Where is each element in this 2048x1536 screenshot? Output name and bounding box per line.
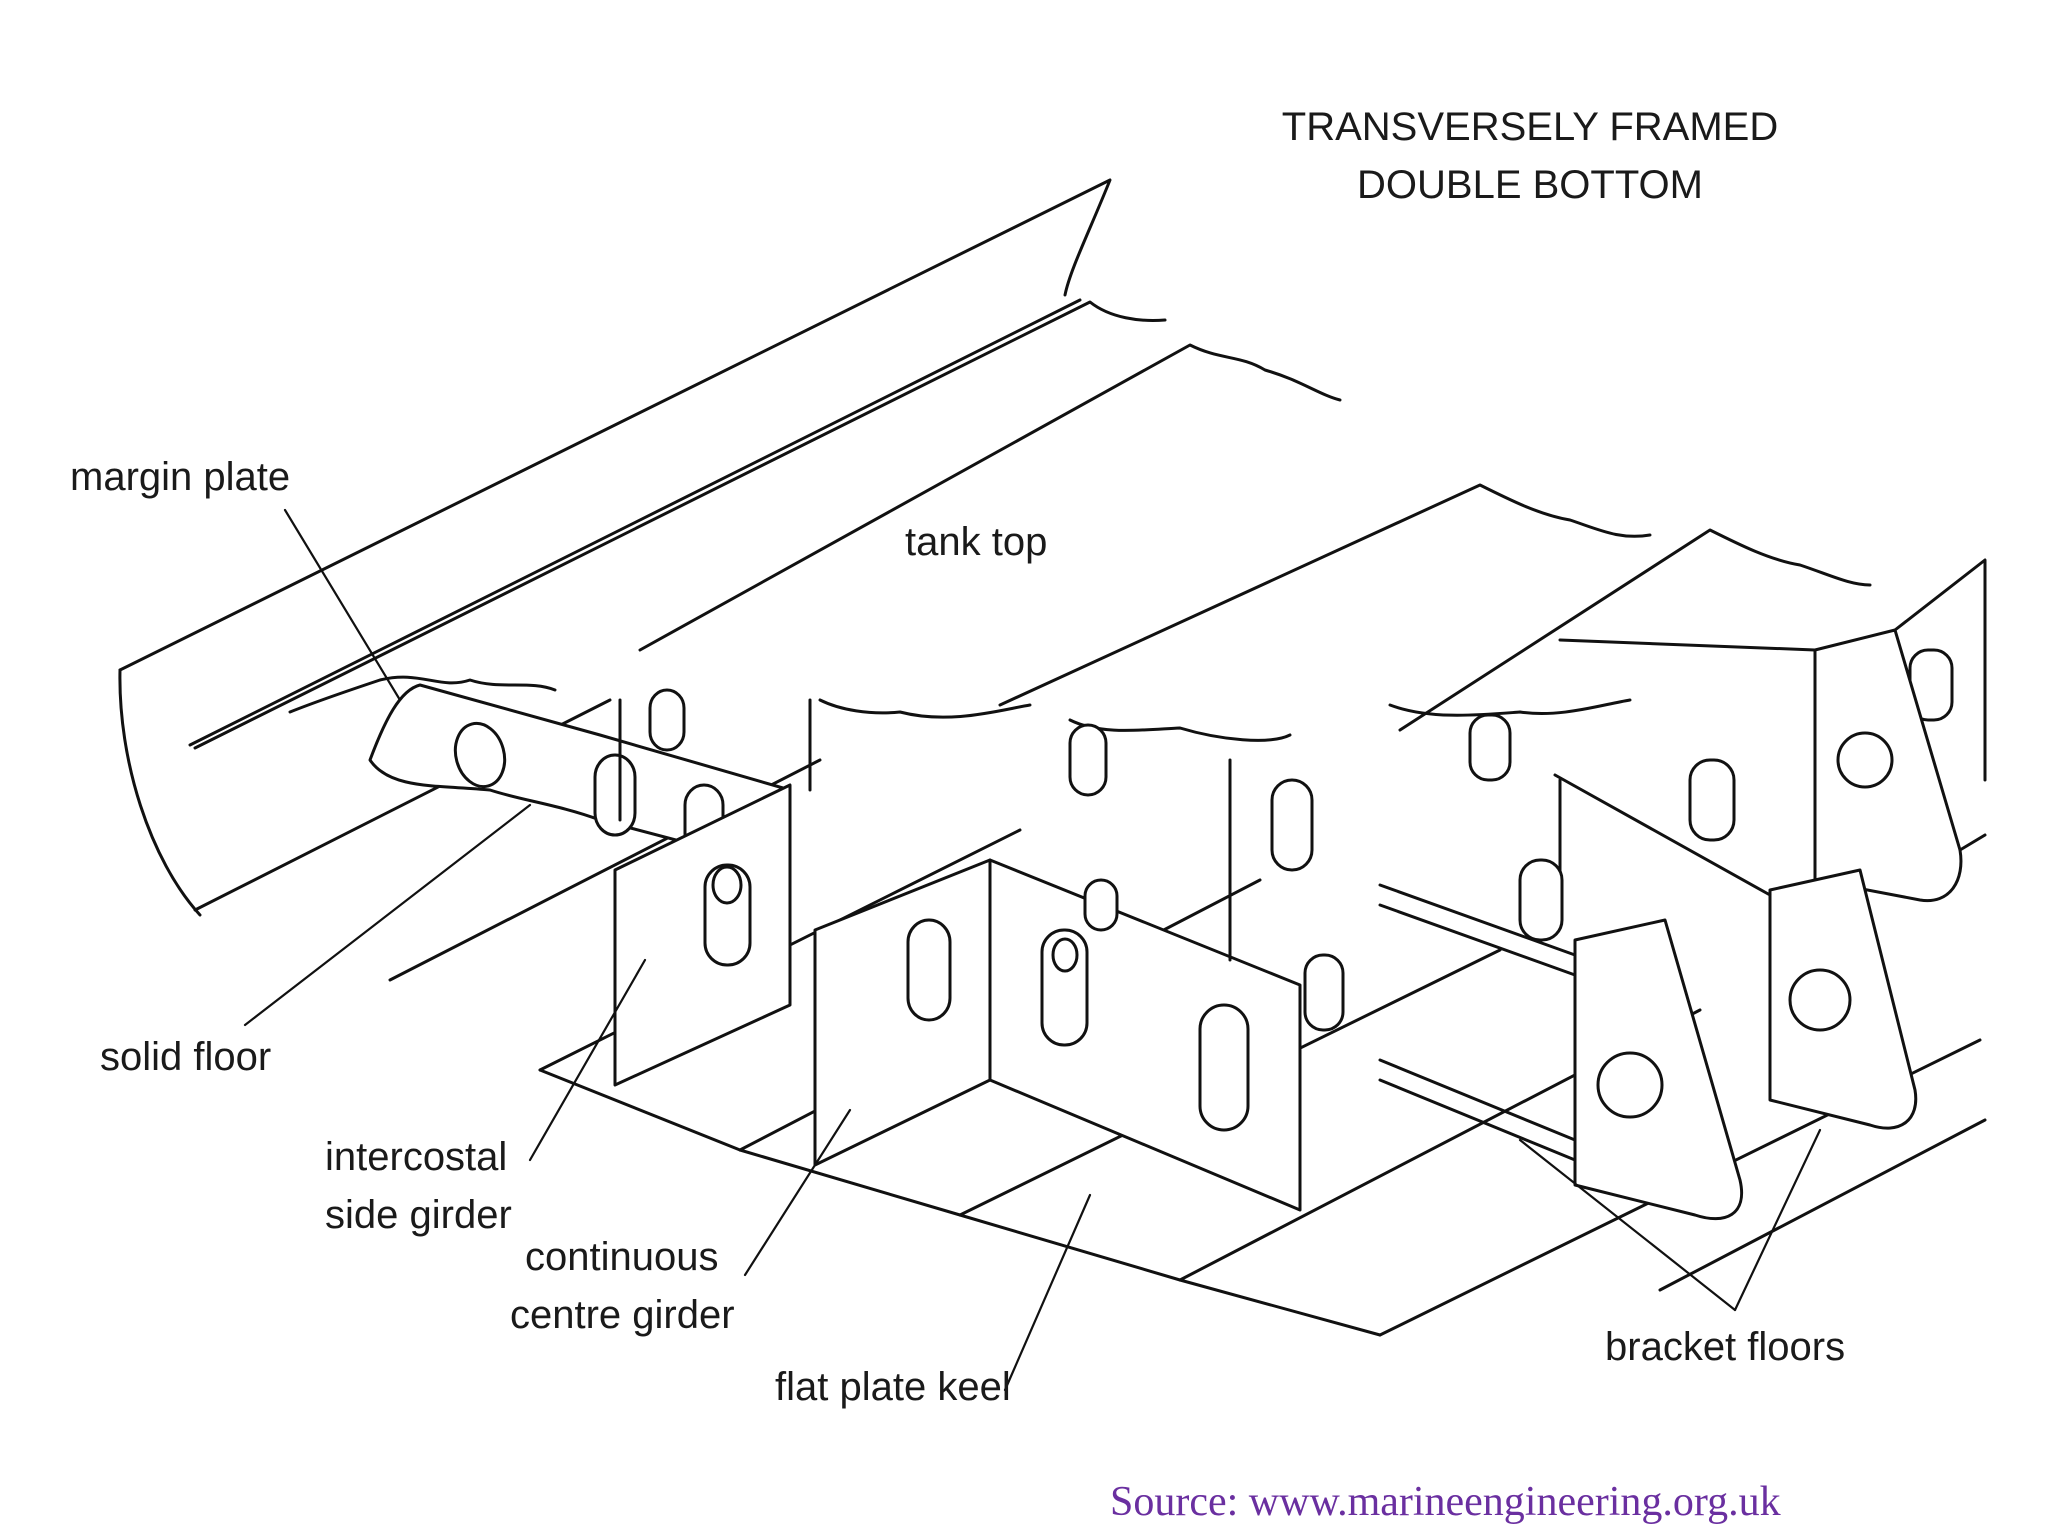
diagram-title-line1: TRANSVERSELY FRAMED [1282,105,1778,149]
diagram-title-line2: DOUBLE BOTTOM [1357,163,1703,207]
label-tank-top: tank top [905,520,1047,564]
background-floors [618,648,1954,1032]
bracket-floors [1378,558,1987,1221]
label-centre-girder: centre girder [510,1293,735,1337]
solid-floor [368,683,792,872]
tank-top-plating [288,343,1872,742]
label-flat-plate-keel: flat plate keel [775,1365,1011,1409]
label-continuous: continuous [525,1235,718,1279]
label-intercostal: intercostal [325,1135,507,1179]
hull-outline [118,178,1167,917]
intercostal-side-girder [613,783,792,1087]
label-bracket-floors: bracket floors [1605,1325,1845,1369]
label-solid-floor: solid floor [100,1035,271,1079]
label-margin-plate: margin plate [70,455,290,499]
label-side-girder: side girder [325,1193,512,1237]
continuous-centre-girder [813,858,1302,1212]
leader-lines [243,508,1822,1392]
source-credit: Source: www.marineengineering.org.uk [1110,1479,1781,1525]
